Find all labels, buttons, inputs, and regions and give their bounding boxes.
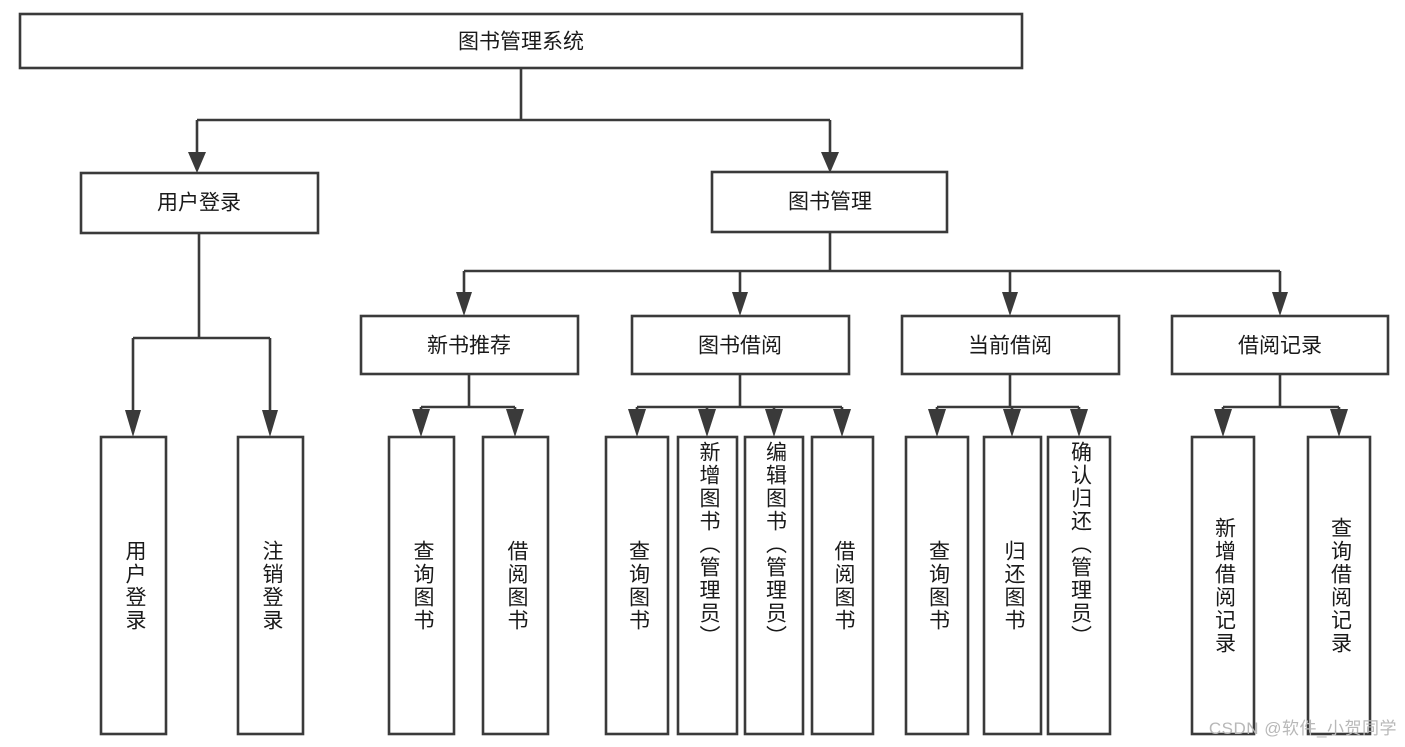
node-root-label: 图书管理系统 <box>458 31 584 54</box>
arrow-head-leaf-query-book-3 <box>928 409 946 437</box>
connector-group-new-book-recommend <box>412 374 524 437</box>
node-leaf-add-record-box[interactable] <box>1190 435 1256 736</box>
connector-group-root <box>188 68 839 173</box>
node-leaf-query-book-3-box[interactable] <box>904 435 970 736</box>
node-leaf-borrow-book-1-box[interactable] <box>481 435 550 736</box>
arrow-head-leaf-query-record <box>1330 409 1348 437</box>
node-boxes <box>18 12 1390 736</box>
node-labels: 图书管理系统 用户登录 图书管理 新书推荐 图书借阅 当前借阅 借阅记录 <box>157 31 1322 358</box>
node-book-manage-box[interactable] <box>710 170 949 234</box>
node-new-book-recommend-box[interactable] <box>359 314 580 376</box>
node-leaf-query-book-2-box[interactable] <box>604 435 670 736</box>
node-book-borrow-box[interactable] <box>630 314 851 376</box>
arrow-head-book-manage <box>821 152 839 173</box>
node-new-book-recommend-label: 新书推荐 <box>427 335 511 358</box>
connector-group-borrow-record <box>1214 374 1348 437</box>
csdn-watermark: CSDN @软件_小贺同学 <box>1208 719 1397 738</box>
arrow-head-leaf-user-login <box>125 410 141 437</box>
arrow-head-leaf-edit-book <box>765 409 783 437</box>
node-book-borrow-label: 图书借阅 <box>698 335 782 358</box>
arrow-head-leaf-borrow-book-2 <box>833 409 851 437</box>
arrow-head-new-book-recommend <box>456 292 472 316</box>
arrow-head-leaf-add-book <box>698 409 716 437</box>
node-current-borrow-box[interactable] <box>900 314 1121 376</box>
node-current-borrow-label: 当前借阅 <box>968 335 1052 358</box>
arrow-head-leaf-add-record <box>1214 409 1232 437</box>
arrow-head-leaf-logout <box>262 410 278 437</box>
node-root-box[interactable] <box>18 12 1024 70</box>
node-leaf-user-login-box[interactable] <box>99 435 168 736</box>
arrow-head-borrow-record <box>1272 292 1288 316</box>
connector-group-book-borrow <box>628 374 851 437</box>
node-borrow-record-label: 借阅记录 <box>1238 335 1322 358</box>
arrow-head-leaf-return-book <box>1003 409 1021 437</box>
arrow-head-leaf-query-book-1 <box>412 409 430 437</box>
arrow-head-leaf-confirm-return <box>1070 409 1088 437</box>
node-user-login-box[interactable] <box>79 171 320 235</box>
node-leaf-query-record-box[interactable] <box>1306 435 1372 736</box>
connector-group-current-borrow <box>928 374 1088 437</box>
arrow-head-current-borrow <box>1002 292 1018 316</box>
node-leaf-add-book-box[interactable] <box>676 435 739 736</box>
arrow-head-user-login <box>188 152 206 173</box>
node-leaf-query-book-1-box[interactable] <box>387 435 456 736</box>
node-leaf-confirm-return-box[interactable] <box>1046 435 1112 736</box>
node-leaf-return-book-box[interactable] <box>982 435 1043 736</box>
node-leaf-logout-box[interactable] <box>236 435 305 736</box>
node-borrow-record-box[interactable] <box>1170 314 1390 376</box>
node-user-login-label: 用户登录 <box>157 192 241 215</box>
node-leaf-borrow-book-2-box[interactable] <box>810 435 875 736</box>
connector-group-user-login <box>125 233 278 437</box>
arrow-head-leaf-borrow-book-1 <box>506 409 524 437</box>
node-leaf-edit-book-box[interactable] <box>743 435 805 736</box>
arrow-head-book-borrow <box>732 292 748 316</box>
arrow-head-leaf-query-book-2 <box>628 409 646 437</box>
connector-group-book-manage <box>456 232 1288 316</box>
node-book-manage-label: 图书管理 <box>788 191 872 214</box>
